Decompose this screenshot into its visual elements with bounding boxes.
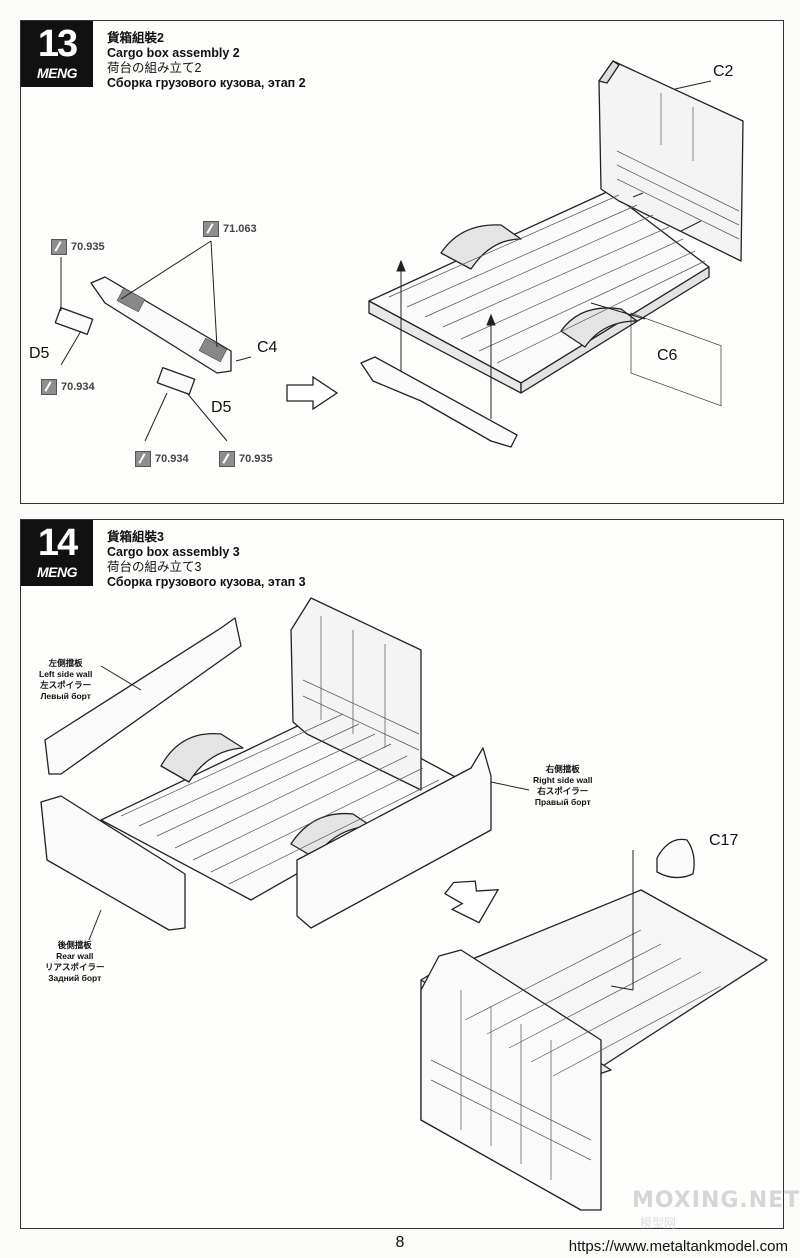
rear-wall-caption: 後側擋板 Rear wall リアスポイラー Задний борт: [45, 940, 105, 984]
part-label-c6: C6: [657, 347, 678, 364]
right-side-wall: [296, 747, 492, 929]
assembled-headboard: [420, 949, 602, 1211]
source-url[interactable]: https://www.metaltankmodel.com: [568, 1238, 788, 1255]
watermark-sub: 模型网: [640, 1216, 677, 1230]
title-ru: Сборка грузового кузова, этап 2: [107, 76, 306, 90]
caption-en: Left side wall: [39, 669, 93, 679]
step-13-illustration: [54, 60, 744, 448]
title-en: Cargo box assembly 3: [107, 545, 240, 559]
direction-arrow: [443, 880, 500, 924]
right-wall-caption: 右側擋板 Right side wall 右スポイラー Правый борт: [533, 764, 593, 808]
paint-code: 70.934: [135, 451, 189, 467]
caption-ru: Левый борт: [40, 691, 91, 701]
step-number: 14: [37, 522, 78, 564]
headboard: [290, 597, 422, 791]
paint-code: 70.935: [219, 451, 273, 467]
d5-left: [54, 307, 94, 335]
brand-logo: MENG: [37, 65, 78, 81]
caption-zh: 右側擋板: [545, 764, 580, 774]
brush-icon: [219, 451, 235, 467]
part-label-c17: C17: [709, 832, 739, 849]
watermark: MOXING.NET: [632, 1188, 800, 1213]
c17-part: [656, 838, 695, 879]
caption-ja: リアスポイラー: [45, 962, 105, 972]
part-label-c4: C4: [257, 339, 278, 356]
small-rail: [90, 276, 232, 374]
brand-logo: MENG: [37, 564, 78, 580]
paint-code: 70.935: [51, 239, 105, 255]
step-badge: 13 MENG: [21, 21, 93, 87]
step-number: 13: [37, 23, 78, 65]
title-ru: Сборка грузового кузова, этап 3: [107, 575, 306, 589]
title-ja: 荷台の組み立て2: [107, 61, 202, 75]
direction-arrow: [286, 375, 339, 411]
title-zh: 貨箱組裝2: [107, 31, 164, 45]
caption-en: Right side wall: [533, 775, 593, 785]
caption-ja: 左スポイラー: [40, 680, 92, 690]
d5-right: [156, 367, 196, 395]
caption-zh: 後側擋板: [57, 940, 92, 950]
rear-rail: [360, 356, 518, 448]
part-label-d5-left: D5: [29, 345, 50, 362]
rear-wall: [40, 795, 186, 931]
paint-code: 71.063: [203, 221, 257, 237]
caption-ru: Правый борт: [534, 797, 591, 807]
left-side-wall: [44, 617, 242, 775]
title-zh: 貨箱組裝3: [107, 530, 164, 544]
caption-ja: 右スポイラー: [537, 786, 589, 796]
brush-icon: [203, 221, 219, 237]
title-en: Cargo box assembly 2: [107, 46, 240, 60]
brush-icon: [135, 451, 151, 467]
page-number: 8: [395, 1234, 405, 1251]
step-title: 貨箱組裝3 Cargo box assembly 3 荷台の組み立て3 Сбор…: [107, 530, 306, 590]
caption-ru: Задний борт: [48, 973, 102, 983]
step-13-panel: 13 MENG 貨箱組裝2 Cargo box assembly 2 荷台の組み…: [20, 20, 784, 504]
title-ja: 荷台の組み立て3: [107, 560, 202, 574]
part-label-c2: C2: [713, 63, 734, 80]
caption-zh: 左側擋板: [48, 658, 83, 668]
step-14-illustration: [40, 597, 768, 1211]
caption-en: Rear wall: [56, 951, 94, 961]
step-title: 貨箱組裝2 Cargo box assembly 2 荷台の組み立て2 Сбор…: [107, 31, 306, 91]
part-label-d5-right: D5: [211, 399, 232, 416]
left-wall-caption: 左側擋板 Left side wall 左スポイラー Левый борт: [39, 658, 92, 702]
brush-icon: [51, 239, 67, 255]
step-badge: 14 MENG: [21, 520, 93, 586]
brush-icon: [41, 379, 57, 395]
paint-code: 70.934: [41, 379, 95, 395]
step-14-panel: 14 MENG 貨箱組裝3 Cargo box assembly 3 荷台の組み…: [20, 519, 784, 1229]
